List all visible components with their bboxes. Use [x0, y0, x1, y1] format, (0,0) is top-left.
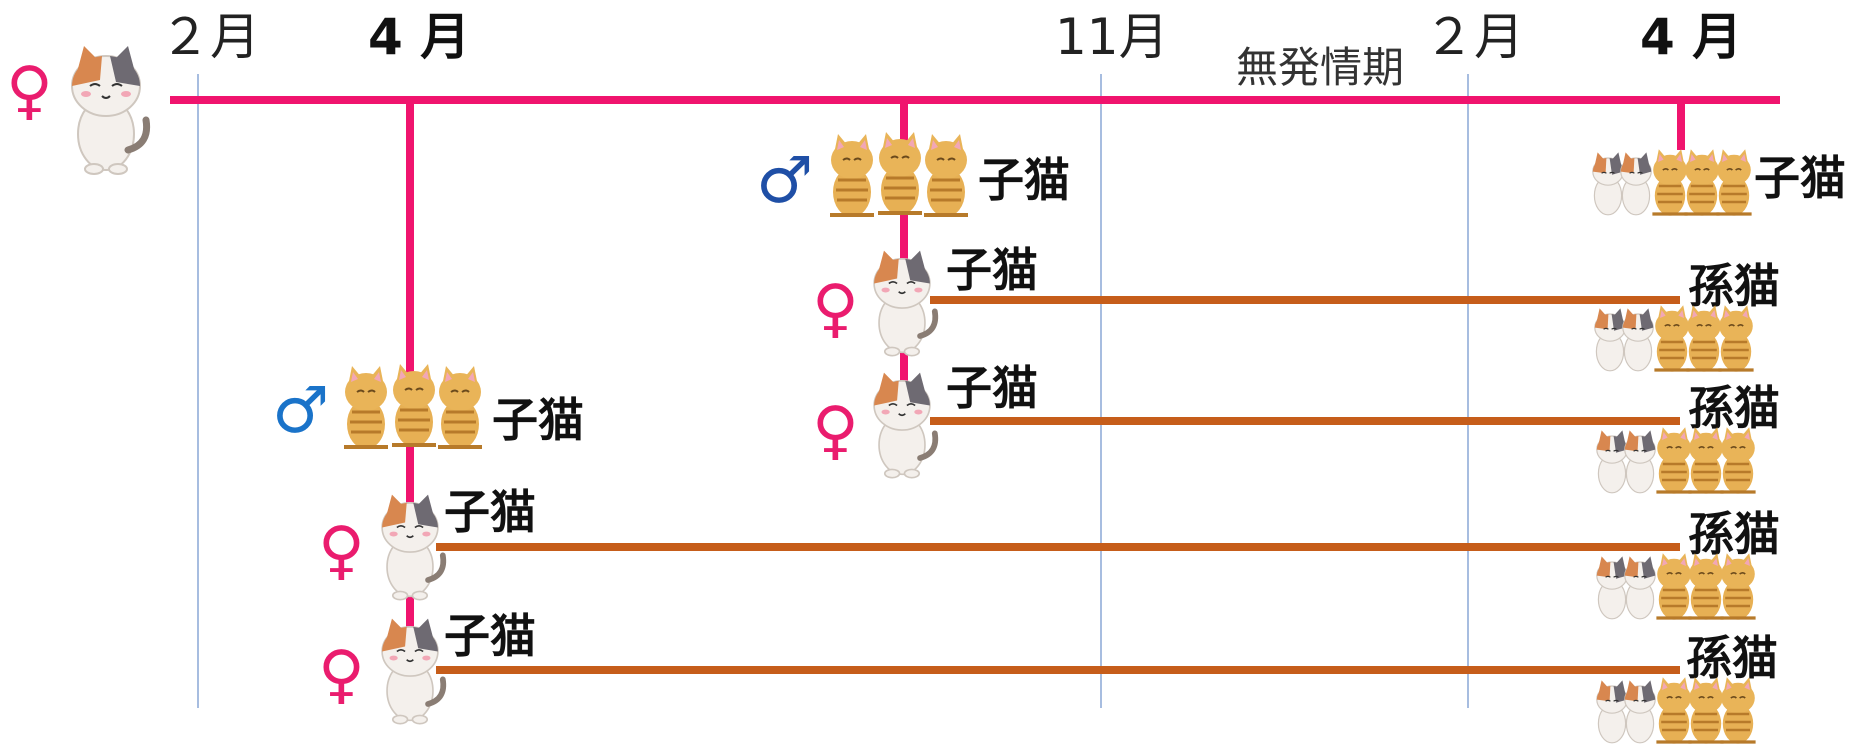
kitten-label-1a: 子猫: [444, 485, 536, 539]
kitten-label-2a: 子猫: [946, 243, 1038, 297]
month-label-feb-2: ２月: [1424, 8, 1524, 66]
female-kitten-icon-1a: [382, 495, 443, 600]
mother-cat-icon: [72, 46, 147, 174]
male-symbol-litter-1: ♂: [272, 374, 329, 448]
grandkittens-icon-1: [1594, 303, 1756, 374]
month-grid-lines: [197, 74, 1469, 708]
grandkitten-group-2: 孫猫: [1596, 381, 1780, 496]
month-label-nov: 11月: [1055, 8, 1169, 66]
kitten-label-male-2: 子猫: [978, 153, 1070, 207]
female-kitten-icon-2b: [874, 373, 935, 478]
month-label-apr-2: 4 月: [1640, 8, 1742, 66]
female-kitten-icon-2a: [874, 251, 935, 356]
female-symbol-mother: ♀: [6, 54, 53, 128]
female-symbol-kitten-1b: ♀: [318, 638, 365, 712]
grandkitten-label-1: 孫猫: [1688, 259, 1780, 313]
female-symbol-kitten-1a: ♀: [318, 514, 365, 588]
grandkitten-label-2: 孫猫: [1688, 381, 1780, 435]
kitten-label-male-1: 子猫: [492, 393, 584, 447]
grandkittens-icon-2: [1596, 425, 1758, 496]
month-label-feb-1: ２月: [160, 8, 260, 66]
grandkitten-group-4: 孫猫: [1596, 631, 1778, 744]
female-symbol-kitten-2a: ♀: [812, 272, 859, 346]
grandkitten-group-3: 孫猫: [1596, 507, 1780, 622]
grandkitten-group-1: 孫猫: [1594, 259, 1780, 374]
kitten-label-1b: 子猫: [444, 609, 536, 663]
grandchild-lines: [436, 296, 1680, 674]
month-label-apr-1: 4 月: [368, 8, 470, 66]
male-kittens-icon-1: [342, 362, 484, 451]
grandkitten-label-3: 孫猫: [1688, 507, 1780, 561]
season-label: 無発情期: [1236, 43, 1404, 92]
mother-next-litter-icon: [1592, 147, 1754, 218]
male-kittens-icon: [828, 130, 970, 219]
grandkittens-icon-4: [1596, 675, 1758, 744]
grandkittens-icon-3: [1596, 551, 1758, 622]
male-symbol-litter-2: ♂: [756, 144, 813, 218]
grandkitten-label-4: 孫猫: [1686, 631, 1778, 685]
kitten-label-mother-next: 子猫: [1754, 151, 1846, 205]
kitten-label-2b: 子猫: [946, 361, 1038, 415]
female-symbol-kitten-2b: ♀: [812, 394, 859, 468]
female-kitten-icon-1b: [382, 619, 443, 724]
